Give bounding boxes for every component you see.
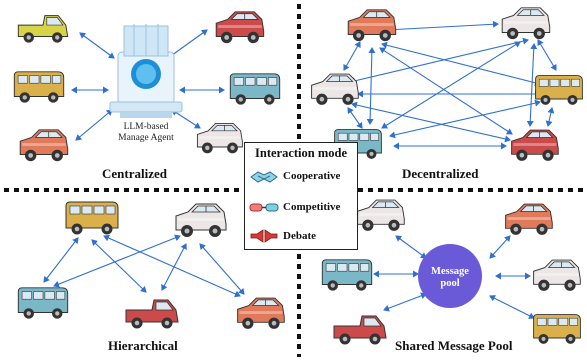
megaphone-icon bbox=[250, 229, 278, 243]
vehicle-car-icon bbox=[347, 9, 397, 42]
message-pool-line2: pool bbox=[440, 278, 460, 289]
communication-arrow bbox=[383, 292, 427, 312]
interaction-mode-legend: Interaction mode Cooperative Competitive… bbox=[244, 142, 358, 250]
communication-arrow bbox=[545, 107, 555, 127]
vehicle-pickup-icon bbox=[125, 299, 179, 329]
vehicle-car-icon bbox=[311, 73, 359, 106]
centralized-arrows bbox=[71, 29, 225, 141]
competition-icon bbox=[249, 203, 279, 212]
handshake-icon bbox=[250, 171, 278, 183]
mode-competitive: Competitive bbox=[249, 198, 340, 216]
communication-arrow bbox=[161, 243, 187, 291]
communication-arrow bbox=[389, 99, 541, 139]
communication-arrow bbox=[75, 109, 113, 141]
vehicle-car-icon bbox=[19, 129, 69, 162]
vehicle-pickup-icon bbox=[17, 15, 69, 44]
communication-arrow bbox=[395, 235, 427, 259]
communication-arrow bbox=[79, 32, 115, 59]
communication-arrow bbox=[489, 235, 511, 259]
communication-arrow bbox=[167, 29, 208, 59]
cooperative-label: Cooperative bbox=[283, 170, 341, 182]
communication-arrow bbox=[199, 243, 245, 295]
vehicle-bus-icon bbox=[65, 201, 119, 235]
pool-arrows bbox=[373, 235, 535, 319]
manager-label-line1: LLM-based bbox=[123, 122, 169, 132]
vehicle-car-icon bbox=[196, 123, 243, 154]
vehicle-bus-icon bbox=[535, 75, 583, 106]
vehicle-car-icon bbox=[175, 203, 227, 238]
message-pool-line1: Message bbox=[431, 266, 469, 277]
communication-arrow bbox=[343, 41, 361, 71]
communication-arrow bbox=[347, 107, 363, 129]
debate-label: Debate bbox=[283, 230, 316, 242]
vehicle-car-icon bbox=[505, 203, 553, 236]
manager-label-line2: Manage Agent bbox=[118, 133, 174, 143]
robot-manager-icon bbox=[109, 24, 183, 118]
vehicle-bus-icon bbox=[13, 71, 65, 104]
vehicle-car-icon bbox=[237, 297, 285, 330]
communication-arrow bbox=[53, 234, 181, 288]
communication-arrow bbox=[526, 43, 538, 127]
vehicle-car-icon bbox=[501, 7, 551, 40]
decentralized-arrows bbox=[343, 20, 557, 150]
mode-debate: Debate bbox=[249, 227, 316, 245]
vehicle-bus-icon bbox=[17, 287, 69, 320]
label-hierarchical: Hierarchical bbox=[108, 338, 178, 353]
label-decentralized: Decentralized bbox=[402, 166, 479, 181]
manager-agent-label: LLM-based Manage Agent bbox=[100, 122, 192, 144]
vehicle-bus-icon bbox=[533, 314, 581, 345]
communication-arrow bbox=[349, 37, 529, 85]
vehicle-car-icon bbox=[533, 259, 581, 292]
mode-cooperative: Cooperative bbox=[249, 167, 340, 185]
communication-arrow bbox=[91, 239, 147, 293]
message-pool bbox=[418, 244, 482, 308]
vehicle-car-icon bbox=[357, 199, 405, 232]
vehicle-car-icon bbox=[511, 129, 559, 162]
message-pool-label: Message pool bbox=[420, 266, 480, 290]
communication-arrow bbox=[381, 41, 541, 87]
vehicle-pickup-icon bbox=[333, 315, 387, 345]
communication-arrow bbox=[385, 20, 499, 34]
label-centralized: Centralized bbox=[102, 166, 167, 181]
label-shared-message-pool: Shared Message Pool bbox=[395, 338, 513, 353]
vehicle-bus-icon bbox=[229, 73, 281, 106]
interaction-mode-title: Interaction mode bbox=[255, 146, 347, 160]
communication-arrow bbox=[537, 39, 557, 71]
communication-arrow bbox=[379, 47, 513, 135]
vehicle-car-icon bbox=[215, 11, 265, 44]
communication-arrow bbox=[366, 47, 376, 125]
communication-arrow bbox=[489, 295, 535, 319]
communication-arrow bbox=[171, 109, 201, 129]
hierarchical-arrows bbox=[43, 234, 245, 298]
vehicle-bus-icon bbox=[321, 259, 373, 292]
communication-arrow bbox=[43, 237, 79, 283]
competitive-label: Competitive bbox=[283, 201, 341, 213]
